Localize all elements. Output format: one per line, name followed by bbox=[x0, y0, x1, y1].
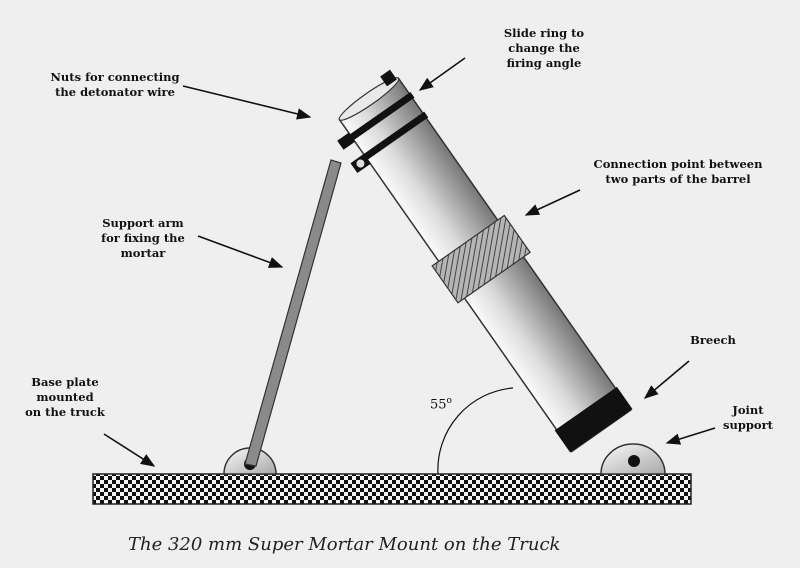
label-base-plate-line-3: on the truck bbox=[25, 405, 105, 419]
base-plate bbox=[92, 473, 692, 505]
label-slide-ring-line-2: change the bbox=[508, 41, 580, 55]
label-support-arm: Support arm for fixing the mortar bbox=[88, 216, 198, 261]
arrow-base-plate bbox=[103, 433, 156, 467]
slide-ring-band-1 bbox=[348, 91, 415, 142]
label-nuts-line-1: Nuts for connecting bbox=[50, 70, 180, 84]
angle-label: 55o bbox=[430, 396, 452, 412]
label-connection-point: Connection point between two parts of th… bbox=[588, 157, 768, 187]
label-joint-support-line-1: Joint bbox=[732, 403, 764, 417]
label-nuts-line-2: the detonator wire bbox=[55, 85, 175, 99]
slide-ring-band-2 bbox=[361, 111, 429, 161]
label-joint-support-line-2: support bbox=[723, 418, 773, 432]
angle-value: 55 bbox=[430, 397, 447, 413]
mortar-barrel-group bbox=[337, 69, 633, 453]
arrow-connection-point bbox=[524, 189, 581, 216]
breech-band bbox=[554, 386, 633, 453]
arrow-joint-support bbox=[665, 427, 716, 445]
support-arm bbox=[244, 159, 342, 467]
angle-degree-mark: o bbox=[446, 396, 452, 406]
label-joint-support: Joint support bbox=[722, 403, 774, 433]
arrow-nuts bbox=[182, 85, 312, 120]
label-connection-point-line-2: two parts of the barrel bbox=[605, 172, 751, 186]
right-joint-pin bbox=[628, 455, 640, 467]
label-breech: Breech bbox=[683, 333, 743, 348]
arrow-breech bbox=[643, 360, 690, 399]
label-slide-ring-line-1: Slide ring to bbox=[503, 26, 585, 40]
arrow-support-arm bbox=[197, 235, 284, 268]
label-nuts: Nuts for connecting the detonator wire bbox=[40, 70, 190, 100]
arrow-slide-ring bbox=[418, 57, 466, 91]
label-base-plate-line-1: Base plate bbox=[31, 375, 99, 389]
figure-caption: The 320 mm Super Mortar Mount on the Tru… bbox=[128, 534, 561, 555]
label-slide-ring-line-3: firing angle bbox=[506, 56, 582, 70]
ring-bolt bbox=[356, 159, 365, 168]
muzzle bbox=[338, 77, 400, 121]
label-slide-ring: Slide ring to change the firing angle bbox=[488, 26, 600, 71]
connection-collar bbox=[431, 214, 531, 304]
detonator-nut bbox=[337, 132, 355, 150]
label-connection-point-line-1: Connection point between bbox=[593, 157, 763, 171]
top-nut bbox=[380, 69, 397, 87]
label-support-arm-line-3: mortar bbox=[120, 246, 166, 260]
label-base-plate: Base plate mounted on the truck bbox=[22, 375, 108, 420]
label-breech-line-1: Breech bbox=[690, 333, 736, 347]
angle-arc bbox=[437, 387, 514, 475]
label-base-plate-line-2: mounted bbox=[36, 390, 94, 404]
label-support-arm-line-2: for fixing the bbox=[101, 231, 185, 245]
label-support-arm-line-1: Support arm bbox=[102, 216, 184, 230]
